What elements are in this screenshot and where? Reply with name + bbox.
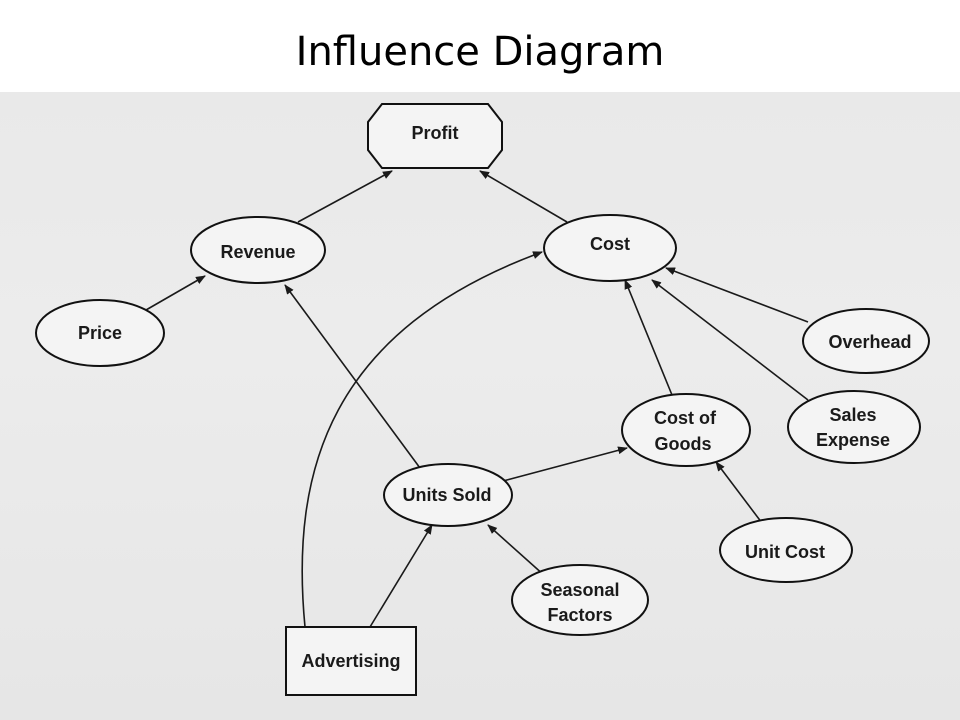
node-cost-of-goods: Cost of Goods xyxy=(621,393,751,467)
slide-title: Influence Diagram xyxy=(295,29,665,75)
overhead-label: Overhead xyxy=(828,332,911,352)
node-cost: Cost xyxy=(543,214,677,282)
profit-label: Profit xyxy=(412,123,459,143)
unit-cost-ellipse xyxy=(719,517,853,583)
cost-of-goods-label-line1: Cost of xyxy=(654,408,717,428)
edge-seasonalfactors-to-unitssold xyxy=(487,524,546,577)
edge-revenue-to-profit xyxy=(297,170,393,223)
cost-ellipse xyxy=(543,214,677,282)
units-sold-ellipse xyxy=(383,463,513,527)
edge-unitssold-to-revenue xyxy=(284,284,421,469)
node-revenue: Revenue xyxy=(190,216,326,284)
revenue-ellipse xyxy=(190,216,326,284)
node-unit-cost: Unit Cost xyxy=(719,517,853,583)
node-price: Price xyxy=(35,299,165,367)
edge-overhead-to-cost xyxy=(665,267,809,323)
node-sales-expense: Sales Expense xyxy=(787,390,921,464)
sales-expense-ellipse xyxy=(787,390,921,464)
edge-price-to-revenue xyxy=(145,275,206,311)
edge-cost-to-profit xyxy=(479,170,568,223)
price-label: Price xyxy=(78,323,122,343)
edge-costofgoods-to-cost xyxy=(624,279,673,396)
node-profit: Profit xyxy=(367,103,503,169)
edge-unitssold-to-costofgoods xyxy=(502,446,628,482)
overhead-ellipse xyxy=(802,308,930,374)
edge-salesexpense-to-cost xyxy=(651,279,809,401)
node-seasonal-factors: Seasonal Factors xyxy=(511,564,649,636)
edge-unitcost-to-costofgoods xyxy=(715,461,763,524)
seasonal-factors-label-line2: Factors xyxy=(547,605,612,625)
cost-of-goods-ellipse xyxy=(621,393,751,467)
seasonal-factors-ellipse xyxy=(511,564,649,636)
unit-cost-label: Unit Cost xyxy=(745,542,825,562)
node-units-sold: Units Sold xyxy=(383,463,513,527)
sales-expense-label-line2: Expense xyxy=(816,430,890,450)
sales-expense-label-line1: Sales xyxy=(829,405,876,425)
price-ellipse xyxy=(35,299,165,367)
edge-advertising-to-unitssold xyxy=(369,524,433,628)
edges xyxy=(145,170,809,628)
seasonal-factors-label-line1: Seasonal xyxy=(540,580,619,600)
revenue-label: Revenue xyxy=(220,242,295,262)
cost-of-goods-label-line2: Goods xyxy=(655,434,712,454)
edge-advertising-to-cost xyxy=(301,251,543,628)
cost-label: Cost xyxy=(590,234,630,254)
advertising-rectangle xyxy=(285,626,417,696)
units-sold-label: Units Sold xyxy=(403,485,492,505)
profit-octagon-shape xyxy=(367,103,503,169)
advertising-label: Advertising xyxy=(301,651,400,671)
node-overhead: Overhead xyxy=(802,308,930,374)
node-advertising: Advertising xyxy=(285,626,417,696)
